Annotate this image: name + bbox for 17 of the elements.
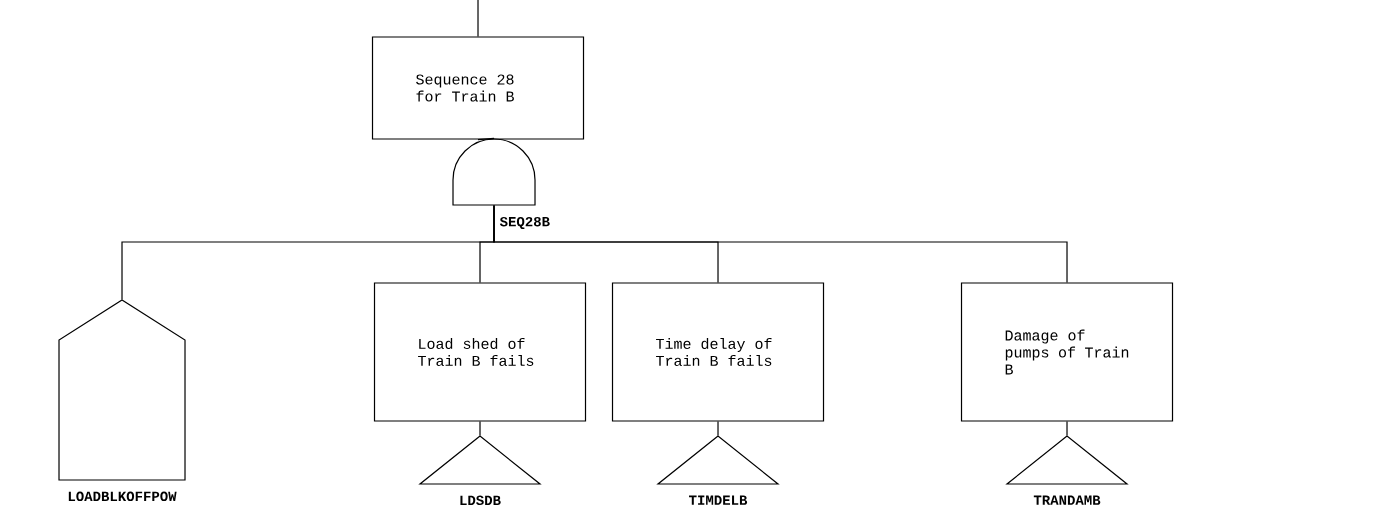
event-box: Time delay of Train B fails: [611, 282, 825, 422]
connector-line: [477, 0, 479, 37]
connector-line: [717, 421, 719, 436]
connector-line: [493, 205, 1068, 283]
gate-label: SEQ28B: [499, 216, 550, 230]
event-label: LOADBLKOFFPOW: [68, 491, 177, 502]
event-box: Load shed of Train B fails: [373, 282, 587, 422]
house-event: [58, 299, 186, 481]
connector-line: [479, 421, 481, 436]
event-label: TIMDELB: [689, 495, 748, 505]
and-gate: [452, 138, 536, 206]
connector-line: [477, 137, 495, 141]
event-box: Damage of pumps of Train B: [960, 282, 1174, 422]
event-label: LDSDB: [460, 495, 501, 506]
event-label: TRANDAMB: [1033, 495, 1101, 505]
event-box: Sequence 28 for Train B: [371, 36, 585, 140]
connector-line: [1066, 421, 1068, 436]
